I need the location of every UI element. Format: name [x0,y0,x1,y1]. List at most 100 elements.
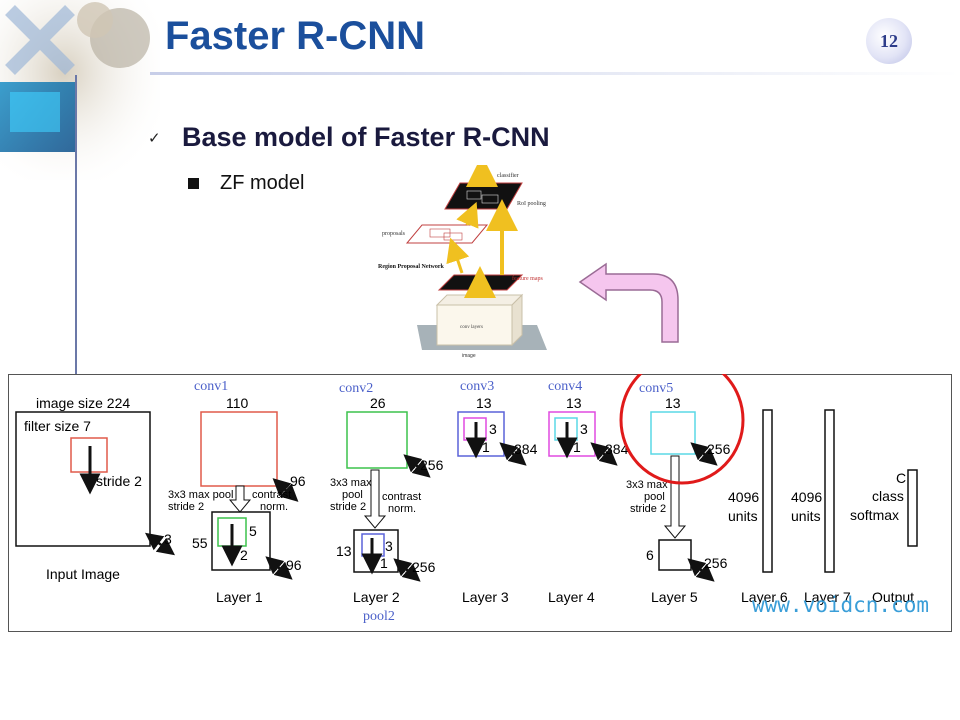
layer5-pool-line1: 3x3 max [626,479,668,491]
layer3-kernel-stride: 1 [482,439,490,455]
proposals-plane [405,224,489,244]
layer2-pool-line3: stride 2 [330,501,366,513]
conv4-label: conv4 [548,379,582,394]
layer4-depth-arrow [590,442,618,466]
title-underline [150,72,960,75]
layer6-units-line2: units [728,508,758,524]
layer7-label: Layer 7 [804,589,851,605]
layer1-kernel-stride: 2 [240,547,248,563]
layer6-label: Layer 6 [741,589,788,605]
rpn-label: Region Proposal Network [378,264,445,270]
image-label: image [462,353,476,359]
pool5-box [658,539,692,571]
slide-title: Faster R-CNN [165,14,426,58]
layer1-pool-size: 55 [192,535,208,551]
layer1-pool-line2: stride 2 [168,501,204,513]
conv5-highlight-circle [619,374,745,485]
left-vertical-rule [75,75,77,375]
layer2-depth: 256 [420,457,444,473]
layer1-norm-line1: contrast [252,489,291,501]
layer1-kernel-size: 5 [249,523,257,539]
layer2-pool-depth-arrow [393,558,421,582]
layer4-kernel-size: 3 [580,421,588,437]
layer1-pool-arrow [228,485,252,513]
input-image-size: image size 224 [36,395,130,411]
conv5-label: conv5 [639,381,673,396]
layer7-bar [824,409,835,573]
input-depth-arrow [145,532,175,556]
pool2-label: pool2 [363,609,395,624]
layer3-depth-arrow [499,442,527,466]
watermark: www.voidcn.com [752,593,929,617]
layer6-units-line1: 4096 [728,489,759,505]
layer5-pool-depth-arrow [687,558,715,582]
input-stride-label: stride 2 [96,473,142,489]
corner-decoration [0,0,160,180]
layer1-pool-depth-arrow [265,556,293,580]
main-bullet-text: Base model of Faster R-CNN [182,122,550,152]
arrow-rpn-to-proposals [446,237,470,274]
conv2-label: conv2 [339,381,373,396]
layer7-units-line2: units [791,508,821,524]
layer2-pool-depth: 256 [412,559,436,575]
layer2-norm-line1: contrast [382,491,421,503]
layer7-units-line1: 4096 [791,489,822,505]
pink-bent-arrow [578,262,679,343]
layer3-depth: 384 [514,441,538,457]
conv-layers-label: conv layers [460,325,483,330]
output-line3: softmax [850,507,899,523]
layer2-norm-line2: norm. [388,503,416,515]
input-depth-label: 3 [164,531,172,547]
layer4-kernel-stride: 1 [573,439,581,455]
layer2-pool-line1: 3x3 max [330,477,372,489]
pink-arrow-shape [578,262,679,343]
layer1-depth: 96 [290,473,306,489]
layer2-pool-line2: pool [342,489,363,501]
layer2-label: Layer 2 [353,589,400,605]
layer1-norm-line2: norm. [260,501,288,513]
conv5-box [650,411,696,455]
layer5-pool-depth: 256 [704,555,728,571]
layer1-label: Layer 1 [216,589,263,605]
output-line1: C [896,470,906,486]
layer3-kernel-size: 3 [489,421,497,437]
layer2-pool-size: 13 [336,543,352,559]
input-image-label: Input Image [46,566,120,582]
conv1-label: conv1 [194,379,228,394]
output-label: Output [872,589,914,605]
layer1-pool-line1: 3x3 max pool [168,489,233,501]
layer4-depth: 384 [605,441,629,457]
proposals-label: proposals [382,231,406,237]
sub-bullet-text: ZF model [220,172,305,194]
page-number-badge: 12 [866,18,912,64]
faster-rcnn-pipeline-diagram: image conv layers feature maps proposals… [378,165,547,359]
layer1-depth-arrow [272,478,299,502]
layer5-depth-arrow [690,442,718,466]
layer5-size: 13 [665,395,681,411]
layer2-kernel-stride: 1 [380,555,388,571]
square-bullet-icon [188,178,199,189]
conv-layers-box [436,304,513,346]
layer4-size: 13 [566,395,582,411]
roi-pooling-plane [444,182,523,210]
classifier-label: classifier [497,172,519,179]
layer6-bar [762,409,773,573]
arrow-proposals-to-roi [456,201,479,229]
layer2-kernel-size: 3 [385,538,393,554]
input-image-box [15,411,151,547]
layer5-label: Layer 5 [651,589,698,605]
layer3-size: 13 [476,395,492,411]
x-shape-icon [5,5,75,75]
layer2-pool-arrow [363,469,387,529]
sub-bullet: ZF model [188,172,304,195]
layer3-label: Layer 3 [462,589,509,605]
layer5-pool-line3: stride 2 [630,503,666,515]
layer5-depth: 256 [707,441,731,457]
layer4-label: Layer 4 [548,589,595,605]
zf-architecture-diagram: image size 224 filter size 7 stride 2 3 … [8,374,952,632]
conv2-box [346,411,408,469]
main-bullet: ✓ Base model of Faster R-CNN [148,122,550,153]
layer5-pool-arrow [663,455,687,539]
roi-pooling-label: RoI pooling [517,201,546,207]
input-filter-size: filter size 7 [24,418,91,434]
